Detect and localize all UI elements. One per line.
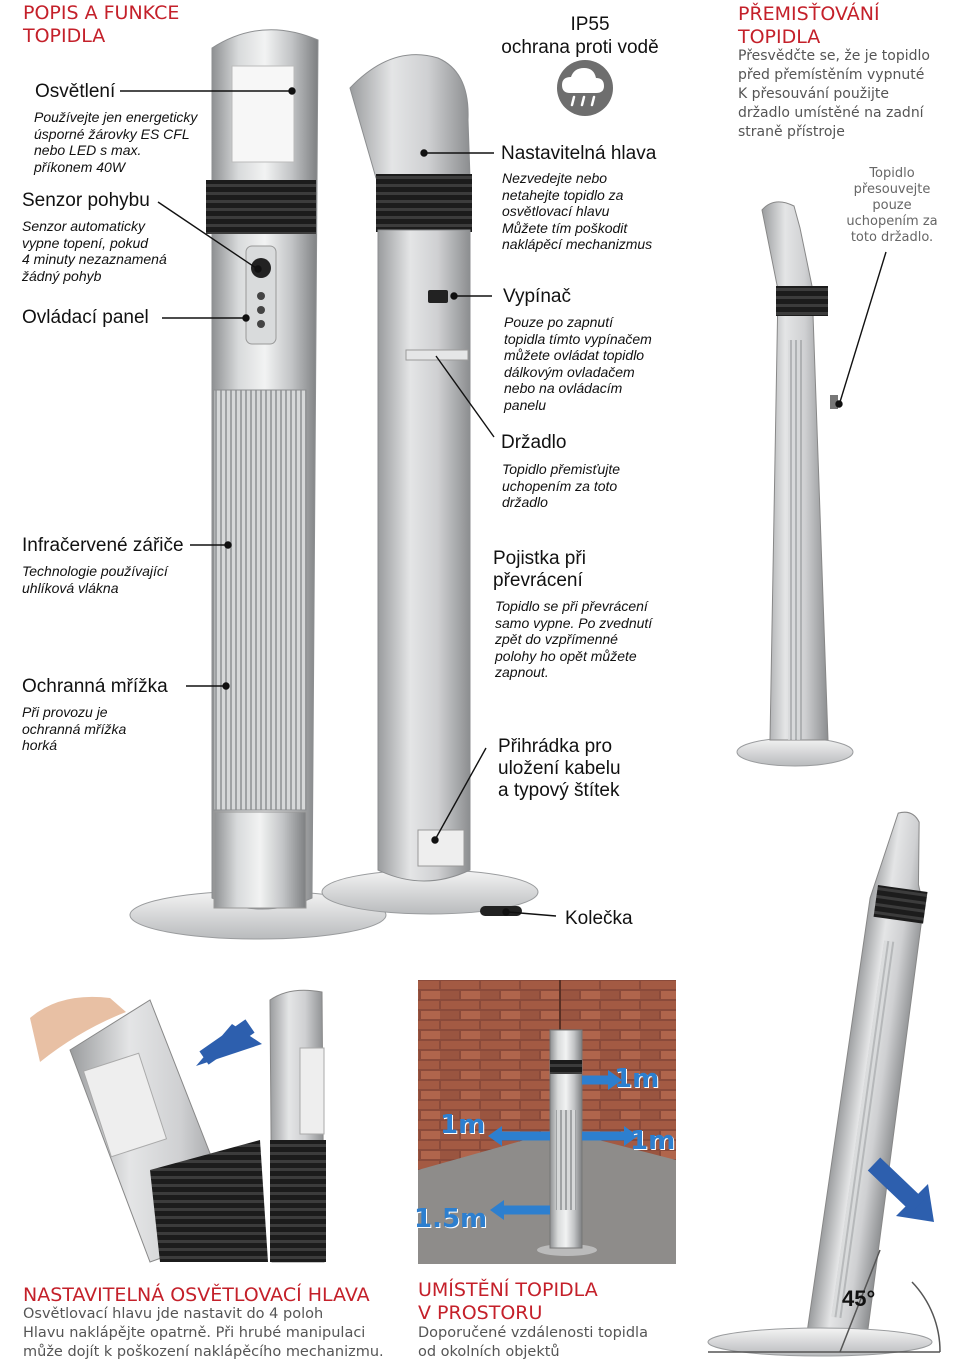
ip55-title: IP55: [570, 14, 610, 35]
tilt-angle-label: 45°: [842, 1286, 876, 1311]
label-mrizka-heading: Ochranná mřížka: [22, 676, 168, 697]
label-prihradka-heading: Přihrádka pro uložení kabelu a typový št…: [498, 736, 621, 801]
premistovani-callout: Topidlo přesouvejte pouze uchopením za t…: [846, 166, 938, 245]
room-photo: [418, 980, 676, 1264]
label-zarice-heading: Infračervené zářiče: [22, 535, 184, 556]
label-vypinac-heading: Vypínač: [503, 286, 571, 307]
label-hlava-heading: Nastavitelná hlava: [501, 143, 657, 164]
label-zarice-text: Technologie používající uhlíková vlákna: [22, 563, 168, 596]
distance-top-label: 1m: [614, 1064, 660, 1094]
distance-left-label: 1m: [440, 1110, 486, 1140]
placement-section-text: Doporučené vzdálenosti topidla od okolní…: [418, 1325, 648, 1360]
tilted-heater-illustration: [707, 811, 941, 1357]
head-photo: [10, 989, 400, 1265]
front-heater-illustration: [129, 29, 387, 940]
callout-lines: [120, 87, 887, 917]
label-mrizka-text: Při provozu je ochranná mřížka horká: [22, 704, 127, 753]
label-osvetleni-text: Používejte jen energeticky úsporné žárov…: [34, 109, 198, 175]
placement-section-title: UMÍSTĚNÍ TOPIDLA V PROSTORU: [418, 1279, 598, 1324]
rain-cloud-icon: [557, 60, 613, 116]
premistovani-text: Přesvědčte se, že je topidlo před přemís…: [738, 48, 930, 140]
label-drzadlo-heading: Držadlo: [501, 432, 567, 453]
label-pojistka-text: Topidlo se při převrácení samo vypne. Po…: [495, 598, 653, 680]
label-hlava-text: Nezvedejte nebo netahejte topidlo za osv…: [502, 170, 653, 252]
left-section-title: POPIS A FUNKCE TOPIDLA: [23, 2, 180, 47]
side-heater-illustration: [736, 201, 854, 767]
label-kolecka-heading: Kolečka: [565, 908, 633, 929]
label-osvetleni-heading: Osvětlení: [35, 81, 116, 102]
ip55-subtitle: ochrana proti vodě: [501, 37, 659, 58]
rear-heater-illustration: [321, 54, 539, 916]
distance-right-label: 1m: [630, 1126, 676, 1156]
label-drzadlo-text: Topidlo přemisťujte uchopením za toto dr…: [502, 461, 621, 510]
label-senzor-heading: Senzor pohybu: [22, 190, 150, 211]
premistovani-title: PŘEMISŤOVÁNÍ TOPIDLA: [738, 3, 880, 48]
label-senzor-text: Senzor automaticky vypne topení, pokud 4…: [22, 218, 167, 284]
label-pojistka-heading: Pojistka při převrácení: [493, 548, 586, 591]
head-section-text: Osvětlovací hlavu jde nastavit do 4 polo…: [23, 1306, 384, 1360]
label-ovladaci-heading: Ovládací panel: [22, 307, 149, 328]
distance-bottom-label: 1.5m: [414, 1204, 488, 1234]
label-vypinac-text: Pouze po zapnutí topidla tímto vypínačem…: [504, 314, 652, 413]
head-section-title: NASTAVITELNÁ OSVĚTLOVACÍ HLAVA: [23, 1284, 370, 1306]
